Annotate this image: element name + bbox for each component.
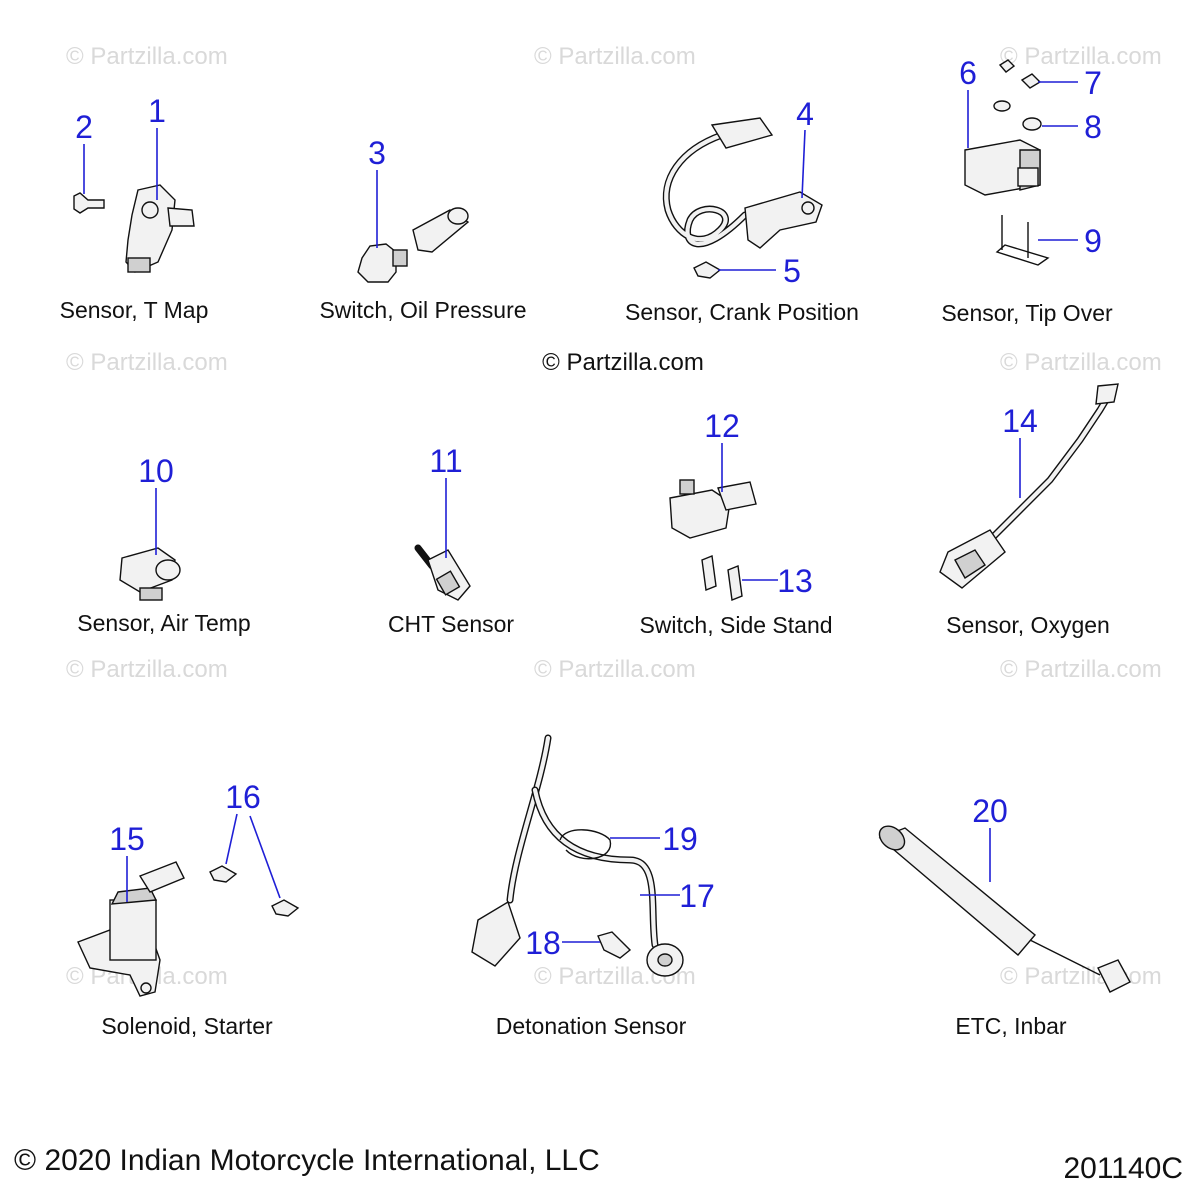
callout-8: 8: [1084, 109, 1102, 145]
watermark: © Partzilla.com: [1000, 43, 1162, 70]
caption-air-temp-sensor: Sensor, Air Temp: [77, 610, 250, 636]
tip-over-sensor-drawing: [964, 59, 1050, 266]
callout-19: 19: [662, 821, 698, 857]
oil-pressure-switch-drawing: [357, 207, 470, 283]
center-watermark: © Partzilla.com: [542, 349, 704, 376]
callout-6: 6: [959, 55, 977, 91]
watermark: © Partzilla.com: [534, 43, 696, 70]
callout-9: 9: [1084, 223, 1102, 259]
watermark: © Partzilla.com: [1000, 656, 1162, 683]
watermark: © Partzilla.com: [1000, 349, 1162, 376]
callout-18: 18: [525, 925, 561, 961]
callout-11: 11: [429, 443, 462, 479]
tmap-sensor-drawing: [73, 184, 195, 273]
caption-tmap-sensor: Sensor, T Map: [60, 297, 209, 323]
caption-etc-inbar: ETC, Inbar: [955, 1013, 1067, 1039]
oxygen-sensor-drawing: [939, 383, 1119, 589]
callout-10: 10: [138, 453, 174, 489]
side-stand-switch-drawing: [669, 479, 757, 601]
callout-3: 3: [368, 135, 386, 171]
footer-code: 201140C: [1063, 1152, 1183, 1185]
caption-cht-sensor: CHT Sensor: [388, 611, 514, 637]
watermark: © Partzilla.com: [66, 349, 228, 376]
starter-solenoid-drawing: [77, 861, 300, 997]
callout-20: 20: [972, 793, 1008, 829]
callout-13: 13: [777, 563, 813, 599]
footer-copyright: © 2020 Indian Motorcycle International, …: [14, 1144, 600, 1177]
caption-oil-pressure-switch: Switch, Oil Pressure: [319, 297, 526, 323]
caption-side-stand-switch: Switch, Side Stand: [639, 612, 832, 638]
callout-7: 7: [1084, 65, 1102, 101]
leader-lines: [83, 81, 1078, 943]
watermarks: © Partzilla.com © Partzilla.com © Partzi…: [66, 43, 1162, 990]
caption-tip-over-sensor: Sensor, Tip Over: [941, 300, 1113, 326]
callout-12: 12: [704, 408, 740, 444]
caption-starter-solenoid: Solenoid, Starter: [101, 1013, 273, 1039]
watermark: © Partzilla.com: [66, 656, 228, 683]
callout-16: 16: [225, 779, 261, 815]
callout-17: 17: [679, 878, 715, 914]
callout-numbers: 1 2 3 4 5 6 7 8 9 10 11 12 13 14 15 16 1…: [75, 55, 1102, 961]
callout-5: 5: [783, 253, 801, 289]
detonation-sensor-drawing: [471, 734, 684, 977]
air-temp-sensor-drawing: [119, 547, 181, 601]
watermark: © Partzilla.com: [66, 43, 228, 70]
watermark: © Partzilla.com: [534, 656, 696, 683]
caption-crank-position-sensor: Sensor, Crank Position: [625, 299, 859, 325]
callout-14: 14: [1002, 403, 1038, 439]
caption-detonation-sensor: Detonation Sensor: [496, 1013, 687, 1039]
callout-2: 2: [75, 109, 93, 145]
cht-sensor-drawing: [414, 544, 471, 601]
crank-sensor-drawing: [662, 117, 823, 279]
callout-15: 15: [109, 821, 145, 857]
watermark: © Partzilla.com: [1000, 963, 1162, 990]
caption-oxygen-sensor: Sensor, Oxygen: [946, 612, 1110, 638]
callout-4: 4: [796, 96, 814, 132]
callout-1: 1: [148, 93, 166, 129]
etc-inbar-drawing: [878, 825, 1131, 993]
captions: Sensor, T Map Switch, Oil Pressure Senso…: [60, 297, 1113, 1039]
